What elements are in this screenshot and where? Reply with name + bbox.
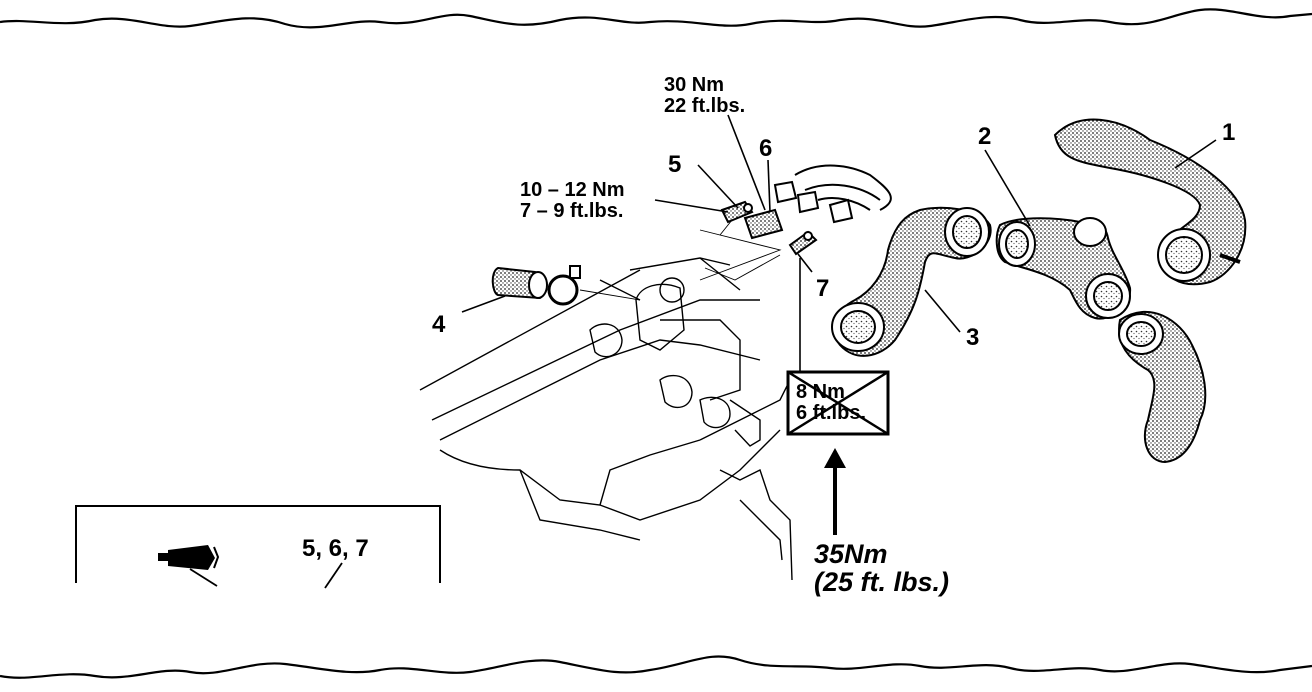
part-5-sensor — [720, 200, 754, 224]
torque-part5-ftlbs: 7 – 9 ft.lbs. — [520, 200, 624, 222]
torque-part7-corrected-ftlbs: (25 ft. lbs.) — [814, 567, 950, 598]
torque-part7-corrected-nm: 35Nm — [814, 539, 888, 569]
callout-3: 3 — [966, 324, 980, 351]
callout-4: 4 — [432, 311, 446, 338]
callout-7: 7 — [816, 275, 830, 302]
part-4-hose-and-clamp — [491, 265, 581, 306]
legend-box — [75, 505, 441, 583]
torque-part5-nm: 10 – 12 Nm — [520, 179, 625, 201]
torque-label-part5: 10 – 12 Nm 7 – 9 ft.lbs. — [520, 180, 625, 222]
torque-part7-crossed-nm: 8 Nm — [796, 381, 845, 403]
torque-label-part7-crossed: 8 Nm 6 ft.lbs. — [796, 382, 866, 424]
part-3-hose — [831, 206, 992, 357]
torn-edge-bottom — [0, 655, 1312, 679]
lower-intake-hose — [1118, 310, 1207, 464]
torque-part6-nm: 30 Nm — [664, 74, 725, 96]
correction-arrow — [824, 448, 846, 535]
legend-leader-lines — [189, 562, 343, 589]
part-2-adapter — [995, 217, 1132, 320]
callout-1: 1 — [1222, 119, 1236, 146]
guide-lines — [579, 209, 782, 301]
torque-label-part7-corrected: 35Nm (25 ft. lbs.) — [814, 540, 949, 597]
crossed-spec-box — [786, 370, 890, 436]
sealant-tube-icon — [158, 545, 220, 570]
torque-part6-ftlbs: 22 ft.lbs. — [664, 95, 746, 117]
torn-edge-top — [0, 8, 1312, 29]
leader-lines — [461, 114, 1217, 372]
legend-parts-label: 5, 6, 7 — [302, 535, 369, 562]
torque-label-part6: 30 Nm 22 ft.lbs. — [664, 75, 745, 117]
part-1-air-duct — [1053, 118, 1247, 286]
callout-6: 6 — [759, 135, 773, 162]
callout-2: 2 — [978, 123, 992, 150]
torque-part7-crossed-ftlbs: 6 ft.lbs. — [796, 402, 867, 424]
callout-5: 5 — [668, 151, 682, 178]
intake-manifold — [419, 257, 793, 581]
part-7-sensor — [788, 230, 818, 256]
part-6-switch — [743, 164, 892, 240]
